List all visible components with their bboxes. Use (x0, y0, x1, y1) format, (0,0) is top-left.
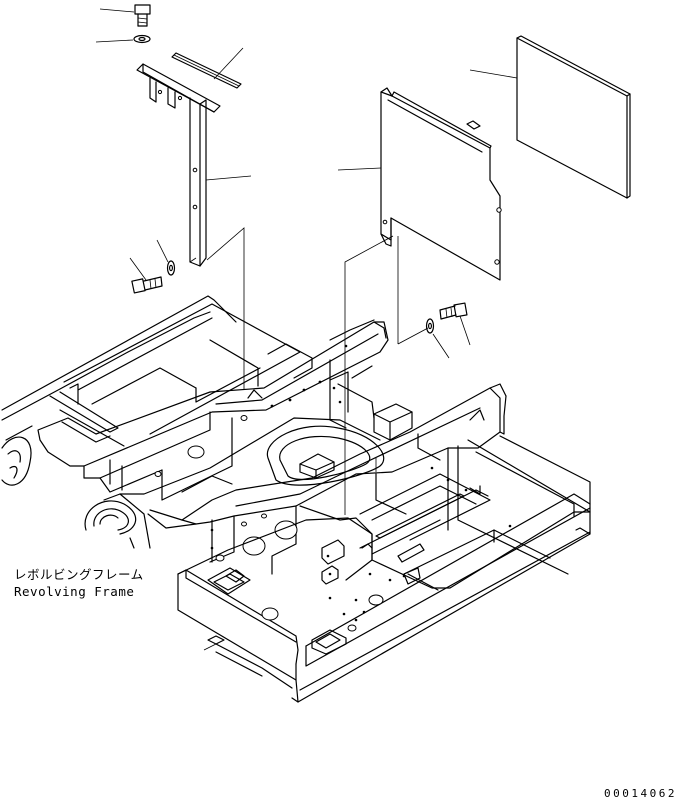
bracket (136, 63, 221, 267)
leader-washer-right (432, 333, 450, 359)
rubber-strip (171, 52, 242, 89)
leader-bolt-top (99, 8, 135, 13)
insulation-pad (516, 35, 631, 199)
leader-strip (213, 47, 244, 80)
leader-bolt-left (129, 257, 147, 281)
leader-bolt-right (459, 315, 471, 346)
bolt-top (134, 4, 151, 27)
assembly-guides (206, 227, 429, 515)
washer-right (425, 318, 435, 334)
frame-label-en: Revolving Frame (14, 584, 135, 599)
washer-left (166, 260, 176, 276)
leader-cover (337, 167, 382, 171)
revolving-frame (1, 295, 591, 703)
leader-pad (469, 69, 518, 79)
drawing-code: 00014062 (604, 787, 677, 800)
cover-plate (380, 87, 502, 281)
leader-washer-left (156, 239, 169, 263)
leader-washer-top (95, 39, 134, 43)
washer-top (133, 34, 151, 44)
leader-bracket (205, 175, 252, 181)
bolt-left (131, 276, 163, 294)
frame-label: レボルビングフレーム Revolving Frame (14, 566, 164, 600)
bolt-right (439, 302, 468, 320)
frame-label-jp: レボルビングフレーム (14, 567, 144, 582)
